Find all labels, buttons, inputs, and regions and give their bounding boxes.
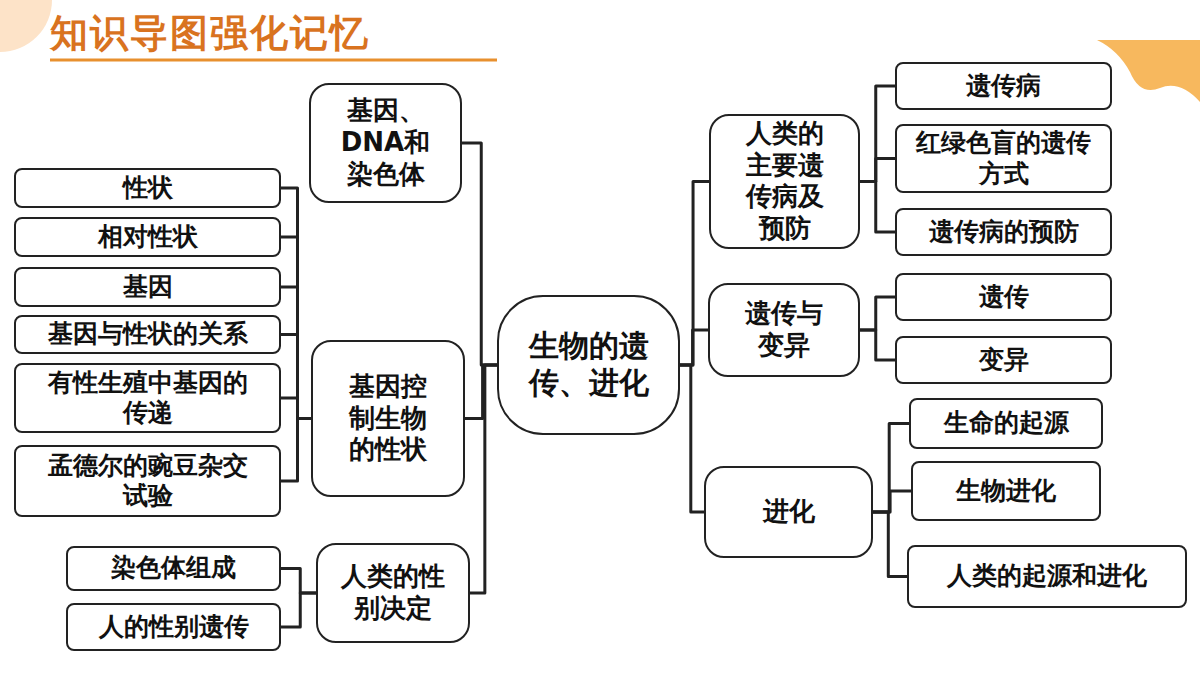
- node-label: 孟德尔的豌豆杂交试验: [44, 451, 251, 512]
- branch-box: 人类的主要遗传病及预防: [709, 114, 860, 249]
- node-label: 相对性状: [98, 222, 198, 253]
- bracket-connector: [281, 593, 316, 627]
- bracket-connector: [281, 398, 311, 419]
- bracket-connector: [281, 419, 311, 482]
- node-label: 遗传与变异: [740, 298, 828, 361]
- node-label: 进化: [763, 496, 815, 528]
- leaf-box: 红绿色盲的遗传方式: [895, 124, 1112, 193]
- title: 知识导图强化记忆: [50, 8, 370, 59]
- leaf-box: 变异: [895, 336, 1112, 384]
- leaf-box: 遗传病的预防: [895, 208, 1112, 256]
- bracket-connector: [281, 287, 311, 419]
- bracket-connector: [860, 181, 895, 232]
- leaf-box: 染色体组成: [66, 546, 281, 591]
- node-label: 人的性别遗传: [99, 612, 249, 643]
- bracket-connector: [873, 491, 911, 512]
- leaf-box: 性状: [14, 168, 281, 208]
- node-label: 基因、DNA和染色体: [337, 95, 434, 190]
- node-label: 人类的起源和进化: [947, 561, 1147, 592]
- title-underline: [50, 59, 497, 62]
- bracket-connector: [465, 365, 497, 419]
- central-topic: 生物的遗传、进化: [497, 295, 680, 435]
- node-label: 基因控制生物的性状: [343, 371, 433, 466]
- node-label: 红绿色盲的遗传方式: [913, 128, 1094, 189]
- leaf-box: 生物进化: [911, 461, 1101, 521]
- leaf-box: 相对性状: [14, 217, 281, 257]
- bracket-connector: [462, 143, 497, 365]
- leaf-box: 孟德尔的豌豆杂交试验: [14, 445, 281, 517]
- leaf-box: 基因: [14, 267, 281, 307]
- node-label: 人类的主要遗传病及预防: [733, 118, 836, 245]
- bracket-connector: [860, 159, 895, 182]
- node-label: 人类的性别决定: [340, 561, 446, 624]
- node-label: 遗传: [979, 282, 1029, 313]
- leaf-box: 遗传: [895, 273, 1112, 321]
- bracket-connector: [680, 330, 708, 365]
- bracket-connector: [281, 188, 311, 419]
- branch-box: 基因控制生物的性状: [311, 340, 465, 497]
- bracket-connector: [680, 365, 704, 512]
- bracket-connector: [873, 512, 907, 577]
- node-label: 基因: [123, 272, 173, 303]
- corner-wave: [1097, 40, 1200, 102]
- corner-circle: [0, 0, 52, 52]
- branch-box: 基因、DNA和染色体: [309, 83, 462, 203]
- leaf-box: 遗传病: [895, 62, 1112, 110]
- bracket-connector: [680, 181, 709, 365]
- node-label: 染色体组成: [111, 553, 236, 584]
- bracket-connector: [873, 424, 909, 513]
- node-label: 生物进化: [956, 476, 1056, 507]
- branch-box: 遗传与变异: [708, 283, 860, 377]
- bracket-connector: [860, 86, 895, 181]
- bracket-connector: [281, 237, 311, 419]
- leaf-box: 生命的起源: [909, 398, 1103, 449]
- bracket-connector: [860, 297, 895, 330]
- leaf-box: 基因与性状的关系: [14, 315, 281, 354]
- bracket-connector: [281, 569, 316, 594]
- branch-box: 人类的性别决定: [316, 543, 470, 643]
- node-label: 生物的遗传、进化: [527, 328, 650, 401]
- bracket-connector: [281, 335, 311, 419]
- leaf-box: 有性生殖中基因的传递: [14, 363, 281, 433]
- node-label: 基因与性状的关系: [48, 319, 248, 350]
- node-label: 变异: [979, 345, 1029, 376]
- leaf-box: 人类的起源和进化: [907, 545, 1187, 608]
- bracket-connector: [860, 330, 895, 360]
- bracket-connector: [470, 365, 497, 593]
- node-label: 有性生殖中基因的传递: [44, 368, 251, 429]
- node-label: 性状: [123, 173, 173, 204]
- leaf-box: 人的性别遗传: [66, 603, 281, 651]
- branch-box: 进化: [704, 466, 873, 558]
- node-label: 生命的起源: [944, 408, 1069, 439]
- node-label: 遗传病的预防: [929, 217, 1079, 248]
- node-label: 遗传病: [966, 71, 1041, 102]
